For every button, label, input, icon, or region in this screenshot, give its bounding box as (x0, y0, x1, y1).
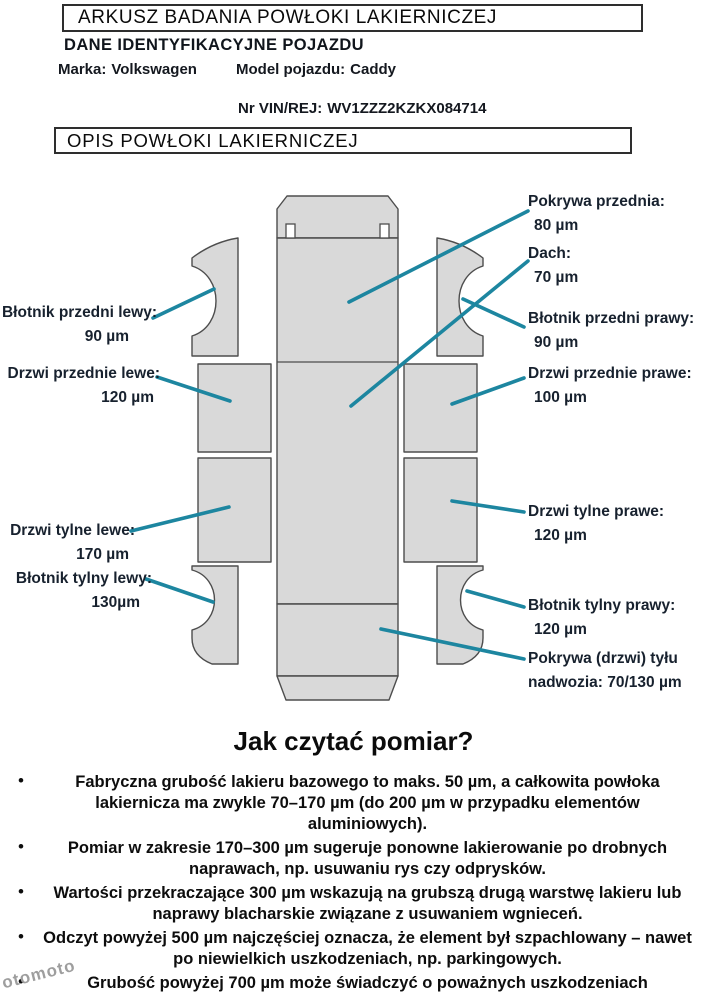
callout-drzwi-tylne-prawe (450, 499, 526, 514)
list-item-text: Wartości przekraczające 300 µm wskazują … (53, 884, 682, 923)
make-value: Volkswagen (111, 61, 197, 78)
callout-blotnik-tylny-lewy (144, 577, 215, 604)
list-item-text: Pomiar w zakresie 170–300 µm sugeruje po… (67, 839, 668, 878)
part-name: Drzwi tylne lewe: (10, 522, 135, 539)
label-drzwi-tylne-lewe: Drzwi tylne lewe: 170 µm (0, 519, 135, 567)
part-name: Błotnik przedni prawy: (528, 310, 695, 327)
callout-dach (349, 259, 530, 408)
rear-left-fender (191, 565, 239, 665)
front-right-door (403, 363, 478, 453)
list-item-text: Fabryczna grubość lakieru bazowego to ma… (75, 773, 660, 833)
car-body-diagram (129, 195, 530, 701)
bullet-icon: • (18, 882, 24, 901)
callout-drzwi-przednie-lewe (155, 375, 232, 403)
front-left-fender (191, 237, 239, 357)
label-blotnik-tylny-lewy: Błotnik tylny lewy: 130µm (0, 567, 152, 615)
list-item-text: Odczyt powyżej 500 µm najczęściej oznacz… (43, 929, 692, 968)
windshield-roof-panel (276, 237, 399, 605)
make-label: Marka: (58, 61, 107, 78)
model-value: Caddy (350, 61, 396, 78)
part-value: nadwozia: 70/130 µm (528, 674, 682, 691)
label-drzwi-przednie-lewe: Drzwi przednie lewe: 120 µm (0, 362, 160, 410)
part-value: 170 µm (76, 546, 129, 563)
how-to-list: • Fabryczna grubość lakieru bazowego to … (14, 771, 699, 997)
part-value: 120 µm (534, 621, 587, 638)
list-item: • Fabryczna grubość lakieru bazowego to … (14, 771, 699, 835)
part-value: 90 µm (534, 334, 579, 351)
label-dach: Dach: 70 µm (528, 242, 706, 290)
rear-right-door (403, 457, 478, 563)
label-blotnik-tylny-prawy: Błotnik tylny prawy: 120 µm (528, 594, 706, 642)
label-drzwi-tylne-prawe: Drzwi tylne prawe: 120 µm (528, 500, 706, 548)
coating-section-box: OPIS POWŁOKI LAKIERNICZEJ (54, 127, 632, 154)
vin-value: WV1ZZZ2KZKX084714 (327, 100, 487, 117)
callout-blotnik-przedni-lewy (151, 287, 216, 320)
part-value: 100 µm (534, 389, 587, 406)
document-title-box: ARKUSZ BADANIA POWŁOKI LAKIERNICZEJ (62, 4, 643, 32)
part-name: Dach: (528, 245, 572, 262)
callout-drzwi-przednie-prawe (450, 376, 526, 406)
model-field: Model pojazdu:Caddy (236, 61, 396, 78)
car-parts (191, 195, 484, 701)
part-name: Drzwi przednie prawe: (528, 365, 692, 382)
vin-field: Nr VIN/REJ:WV1ZZZ2KZKX084714 (238, 100, 486, 117)
part-name: Drzwi tylne prawe: (528, 503, 665, 520)
callout-pokrywa-przednia (347, 209, 530, 304)
model-label: Model pojazdu: (236, 61, 346, 78)
windshield-notches (285, 223, 390, 239)
label-drzwi-przednie-prawe: Drzwi przednie prawe: 100 µm (528, 362, 706, 410)
list-item: • Odczyt powyżej 500 µm najczęściej ozna… (14, 927, 699, 970)
make-field: Marka:Volkswagen (58, 61, 197, 78)
part-value: 130µm (91, 594, 140, 611)
list-item: • Pomiar w zakresie 170–300 µm sugeruje … (14, 837, 699, 880)
rear-right-fender (436, 565, 484, 665)
part-name: Drzwi przednie lewe: (7, 365, 160, 382)
label-blotnik-przedni-prawy: Błotnik przedni prawy: 90 µm (528, 307, 706, 355)
bullet-icon: • (18, 927, 24, 946)
label-pokrywa-tylu-nadwozia: Pokrywa (drzwi) tyłu nadwozia: 70/130 µm (528, 647, 706, 695)
front-left-door (197, 363, 272, 453)
vin-label: Nr VIN/REJ: (238, 100, 323, 117)
callout-drzwi-tylne-lewe (129, 505, 231, 533)
part-name: Błotnik przedni lewy: (1, 304, 157, 321)
part-value: 80 µm (534, 217, 579, 234)
part-value: 120 µm (101, 389, 154, 406)
bullet-icon: • (18, 837, 24, 856)
part-value: 120 µm (534, 527, 587, 544)
label-blotnik-przedni-lewy: Błotnik przedni lewy: 90 µm (0, 301, 157, 349)
rear-left-door (197, 457, 272, 563)
callout-blotnik-przedni-prawy (461, 297, 526, 329)
document-title: ARKUSZ BADANIA POWŁOKI LAKIERNICZEJ (78, 7, 498, 28)
rear-bumper-panel (276, 675, 399, 701)
coating-section-title: OPIS POWŁOKI LAKIERNICZEJ (67, 129, 359, 151)
bullet-icon: • (18, 771, 24, 790)
part-name: Pokrywa (drzwi) tyłu (528, 650, 678, 667)
part-name: Pokrywa przednia: (528, 193, 665, 210)
list-item-text: Grubość powyżej 700 µm może świadczyć o … (87, 974, 648, 992)
list-item: • Grubość powyżej 700 µm może świadczyć … (14, 972, 699, 994)
bullet-icon: • (18, 972, 24, 991)
rear-hatch-panel (276, 603, 399, 677)
part-name: Błotnik tylny prawy: (528, 597, 676, 614)
how-to-title: Jak czytać pomiar? (233, 726, 474, 756)
vehicle-data-heading: DANE IDENTYFIKACYJNE POJAZDU (64, 36, 364, 54)
callout-blotnik-tylny-prawy (465, 589, 526, 609)
part-value: 90 µm (84, 328, 129, 345)
label-pokrywa-przednia: Pokrywa przednia: 80 µm (528, 190, 706, 238)
list-item: • Wartości przekraczające 300 µm wskazuj… (14, 882, 699, 925)
part-value: 70 µm (534, 269, 579, 286)
callout-pokrywa-tylu (379, 627, 526, 661)
part-name: Błotnik tylny lewy: (15, 570, 152, 587)
callout-lines (129, 209, 530, 661)
